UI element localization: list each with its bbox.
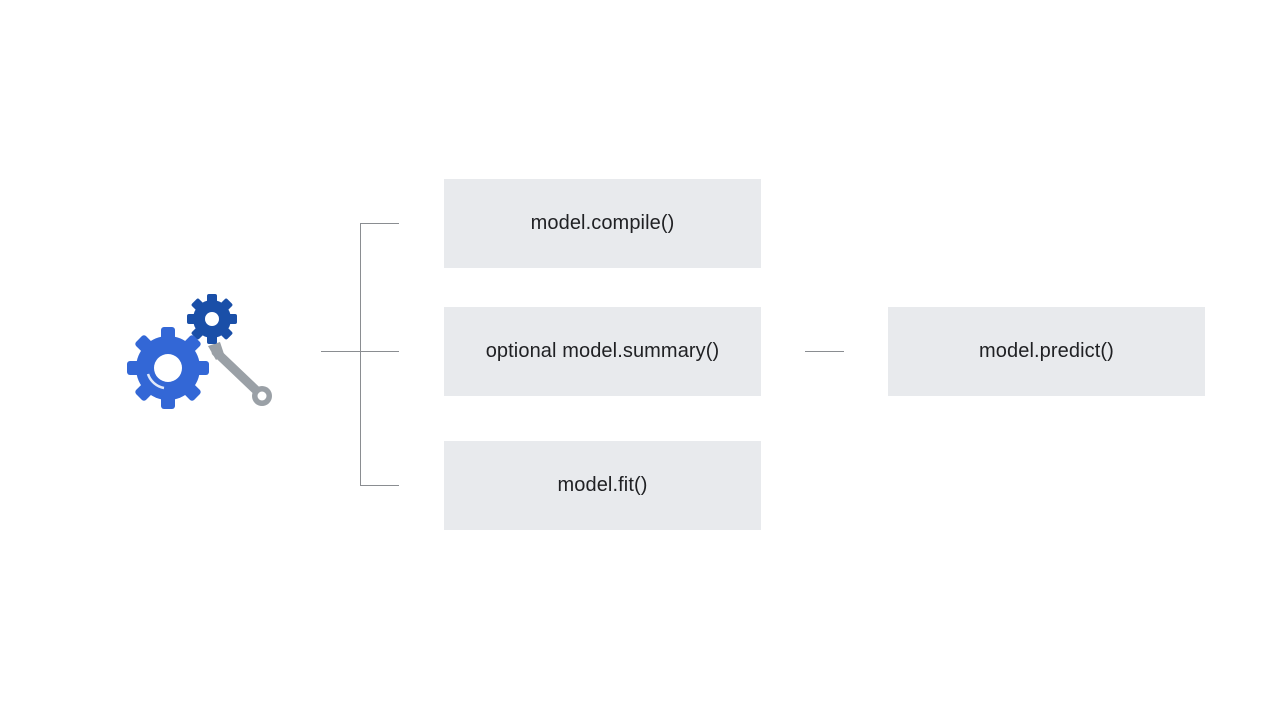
summary-node: optional model.summary() — [444, 307, 761, 396]
gears-and-wrench-icon — [120, 290, 280, 415]
compile-node: model.compile() — [444, 179, 761, 268]
predict-label: model.predict() — [979, 340, 1114, 362]
small-gear-icon — [187, 294, 237, 344]
fit-label: model.fit() — [557, 474, 648, 496]
large-gear-icon — [127, 327, 209, 409]
summary-label: optional model.summary() — [485, 340, 720, 362]
bracket-bottom-arm — [360, 485, 399, 486]
compile-label: model.compile() — [530, 212, 675, 234]
fit-node: model.fit() — [444, 441, 761, 530]
bracket-vertical-line — [360, 223, 361, 486]
bracket-top-arm — [360, 223, 399, 224]
wrench-icon — [208, 342, 272, 406]
connector-summary-to-predict — [805, 351, 844, 352]
predict-node: model.predict() — [888, 307, 1205, 396]
